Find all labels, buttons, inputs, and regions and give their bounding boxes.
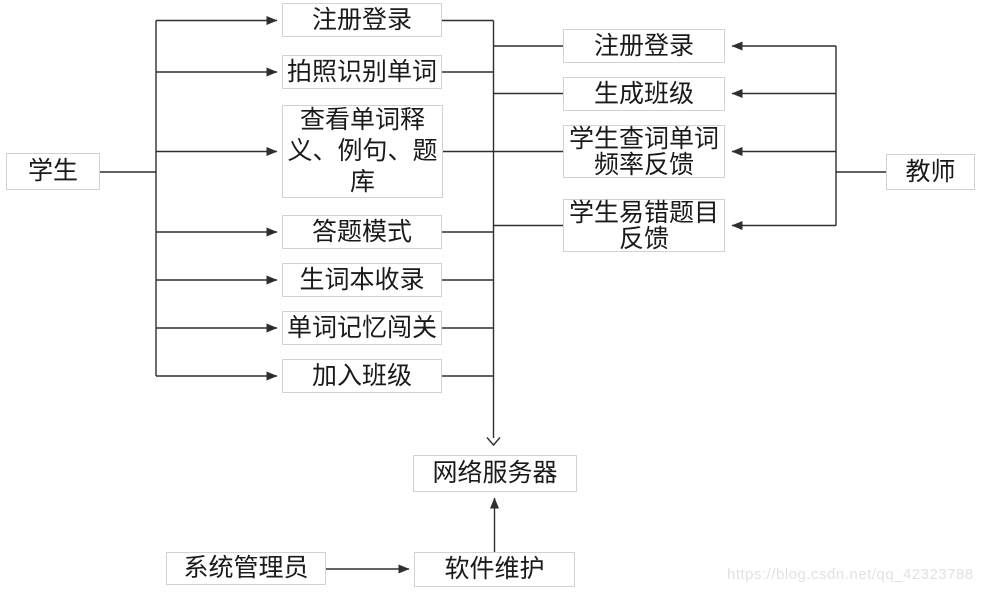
node-network-server: 网络服务器 bbox=[413, 455, 577, 492]
student-usecase-quiz-mode: 答题模式 bbox=[282, 215, 442, 249]
student-usecase-register-login: 注册登录 bbox=[282, 3, 442, 37]
student-usecase-word-definitions-examples-bank: 查看单词释 义、例句、题 库 bbox=[282, 105, 443, 198]
teacher-usecase-register-login: 注册登录 bbox=[563, 29, 725, 63]
actor-teacher: 教师 bbox=[886, 154, 975, 190]
student-usecase-join-class: 加入班级 bbox=[282, 359, 442, 393]
node-software-maintenance: 软件维护 bbox=[414, 552, 575, 587]
teacher-usecase-create-class: 生成班级 bbox=[563, 77, 725, 111]
teacher-usecase-error-prone-questions-feedback: 学生易错题目 反馈 bbox=[563, 199, 725, 252]
watermark-url: https://blog.csdn.net/qq_42323788 bbox=[727, 566, 974, 583]
central-bus-connectors bbox=[442, 19, 563, 447]
teacher-connectors bbox=[731, 41, 886, 230]
student-usecase-vocabulary-notebook: 生词本收录 bbox=[282, 263, 442, 297]
actor-student: 学生 bbox=[6, 153, 100, 190]
student-usecase-photo-word-recognition: 拍照识别单词 bbox=[282, 55, 442, 89]
student-connectors bbox=[100, 16, 278, 381]
teacher-usecase-word-lookup-frequency-feedback: 学生查词单词 频率反馈 bbox=[563, 125, 725, 178]
student-usecase-word-memory-challenge: 单词记忆闯关 bbox=[282, 311, 442, 345]
actor-admin: 系统管理员 bbox=[166, 552, 326, 585]
server-connectors bbox=[326, 497, 499, 574]
